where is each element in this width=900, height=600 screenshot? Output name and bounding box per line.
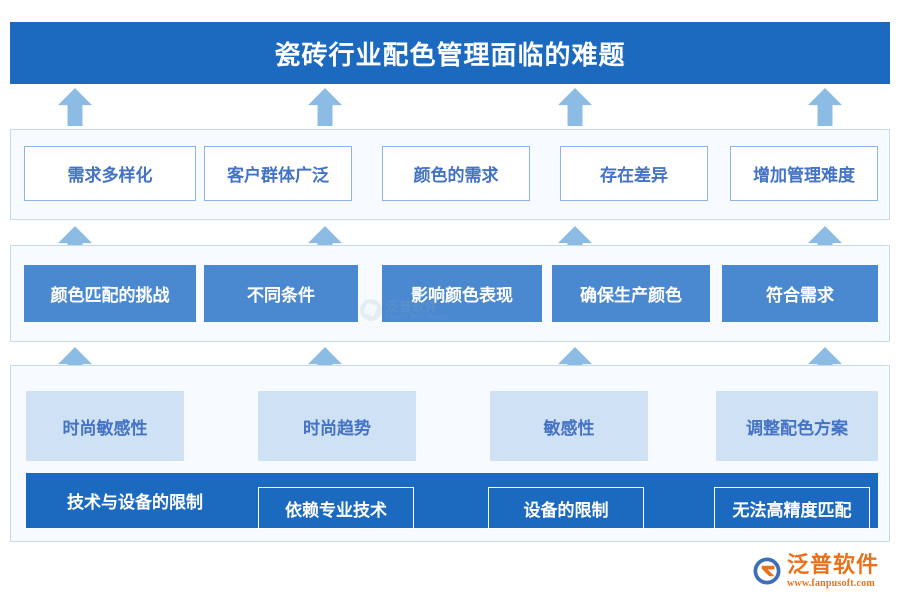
fanpu-swoosh-icon: [752, 556, 782, 586]
box-equipment-limits[interactable]: 设备的限制: [488, 487, 644, 529]
logo-url: www.fanpusoft.com: [787, 577, 875, 589]
box-adjust-color-scheme[interactable]: 调整配色方案: [716, 391, 878, 461]
box-label: 不同条件: [247, 286, 315, 305]
box-label: 时尚趋势: [303, 418, 371, 438]
box-label: 符合需求: [766, 286, 834, 305]
box-label: 技术与设备的限制: [67, 493, 203, 512]
box-label: 需求多样化: [67, 166, 153, 185]
bottom-bar-label: 技术与设备的限制: [40, 473, 230, 528]
up-arrow-icon: [308, 88, 342, 126]
box-label: 依赖专业技术: [285, 500, 387, 520]
box-fashion-trend[interactable]: 时尚趋势: [258, 391, 416, 461]
up-arrow-icon: [58, 88, 92, 126]
page-title: 瓷砖行业配色管理面临的难题: [274, 39, 626, 70]
box-label: 调整配色方案: [746, 418, 848, 438]
box-label: 设备的限制: [523, 500, 609, 520]
box-demand-diversity[interactable]: 需求多样化: [24, 146, 196, 201]
box-meets-requirements[interactable]: 符合需求: [722, 265, 878, 322]
header-banner: 瓷砖行业配色管理面临的难题: [10, 22, 890, 84]
box-different-conditions[interactable]: 不同条件: [204, 265, 358, 322]
box-label: 无法高精度匹配: [732, 500, 852, 520]
box-affects-color-performance[interactable]: 影响颜色表现: [382, 265, 542, 322]
box-cannot-match-high-precision[interactable]: 无法高精度匹配: [714, 487, 870, 529]
box-label: 影响颜色表现: [411, 286, 513, 305]
box-label: 敏感性: [543, 418, 595, 438]
box-label: 时尚敏感性: [62, 418, 148, 438]
box-differences-exist[interactable]: 存在差异: [560, 146, 708, 201]
up-arrow-icon: [558, 88, 592, 126]
box-label: 颜色匹配的挑战: [50, 286, 170, 305]
box-rely-on-professional-tech[interactable]: 依赖专业技术: [258, 487, 414, 529]
up-arrow-icon: [808, 88, 842, 126]
box-color-demand[interactable]: 颜色的需求: [382, 146, 530, 201]
fanpu-logo: 泛普软件 www.fanpusoft.com: [752, 548, 900, 594]
box-fashion-sensitivity[interactable]: 时尚敏感性: [26, 391, 184, 461]
box-broad-customer-base[interactable]: 客户群体广泛: [204, 146, 352, 201]
box-label: 增加管理难度: [753, 166, 855, 185]
box-color-matching-challenge[interactable]: 颜色匹配的挑战: [24, 265, 196, 322]
box-increased-management-difficulty[interactable]: 增加管理难度: [730, 146, 878, 201]
box-label: 存在差异: [600, 166, 668, 185]
box-ensure-production-color[interactable]: 确保生产颜色: [552, 265, 710, 322]
box-label: 颜色的需求: [413, 166, 499, 185]
box-label: 客户群体广泛: [227, 166, 329, 185]
box-label: 确保生产颜色: [580, 286, 682, 305]
logo-company-name: 泛普软件: [787, 552, 880, 578]
bottom-bar-tech-equipment: [26, 473, 878, 528]
box-sensitivity[interactable]: 敏感性: [490, 391, 648, 461]
